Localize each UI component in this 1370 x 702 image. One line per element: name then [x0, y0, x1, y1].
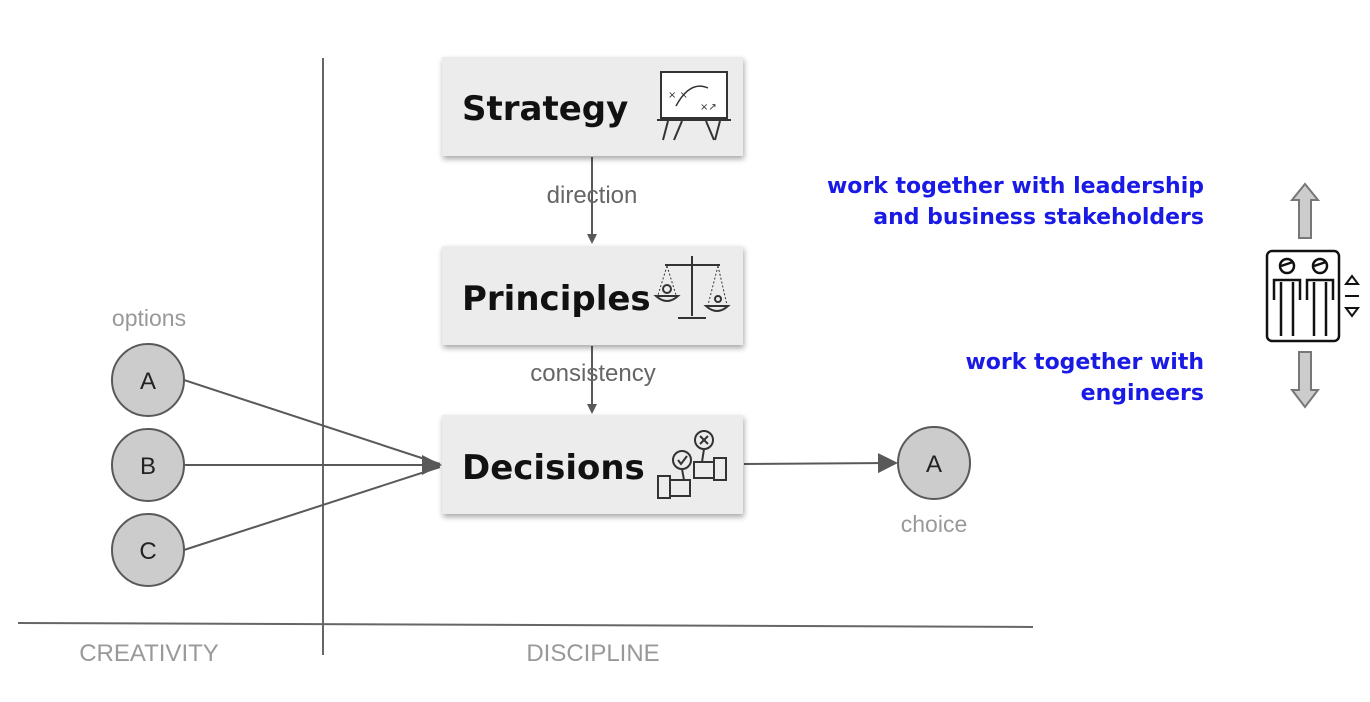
option-c-label: C	[139, 538, 156, 565]
note-line: engineers	[1080, 381, 1204, 406]
choice-label: choice	[901, 511, 967, 537]
option-c-arrow	[183, 466, 441, 551]
strategy-title: Strategy	[462, 89, 628, 129]
option-a: A	[111, 343, 185, 417]
handshake-decision-icon	[657, 430, 727, 499]
direction-label: direction	[547, 182, 638, 209]
note-line: work together with	[965, 350, 1204, 375]
principles-title: Principles	[462, 279, 651, 319]
choice-node: A	[897, 426, 971, 500]
option-b-label: B	[140, 453, 156, 480]
principles-box: Principles	[442, 246, 743, 345]
leadership-collaboration-note: work together with leadership and busine…	[774, 171, 1204, 233]
option-b: B	[111, 428, 185, 502]
options-label: options	[112, 305, 186, 331]
creativity-label: CREATIVITY	[79, 640, 219, 667]
horizontal-baseline	[17, 622, 1034, 628]
engineers-collaboration-note: work together with engineers	[774, 347, 1204, 409]
decisions-title: Decisions	[462, 448, 645, 488]
strategy-box: Strategy × × ×↗	[442, 57, 743, 156]
svg-text:×↗: ×↗	[700, 102, 717, 113]
note-line: work together with leadership	[826, 174, 1204, 199]
down-arrow-icon	[1289, 351, 1321, 409]
choice-value: A	[926, 451, 942, 478]
decisions-box: Decisions	[442, 415, 743, 514]
balance-scale-icon	[653, 256, 731, 319]
up-arrow-icon	[1289, 182, 1321, 239]
strategy-board-icon: × × ×↗	[657, 71, 731, 141]
discipline-label: DISCIPLINE	[526, 640, 659, 667]
option-c: C	[111, 513, 185, 587]
svg-text:× ×: × ×	[668, 90, 688, 101]
note-line: and business stakeholders	[873, 205, 1204, 230]
consistency-label: consistency	[530, 360, 655, 387]
decision-to-choice-arrow	[743, 453, 898, 474]
option-a-arrow	[183, 379, 441, 465]
option-a-label: A	[140, 368, 156, 395]
elevator-people-icon	[1265, 249, 1360, 343]
